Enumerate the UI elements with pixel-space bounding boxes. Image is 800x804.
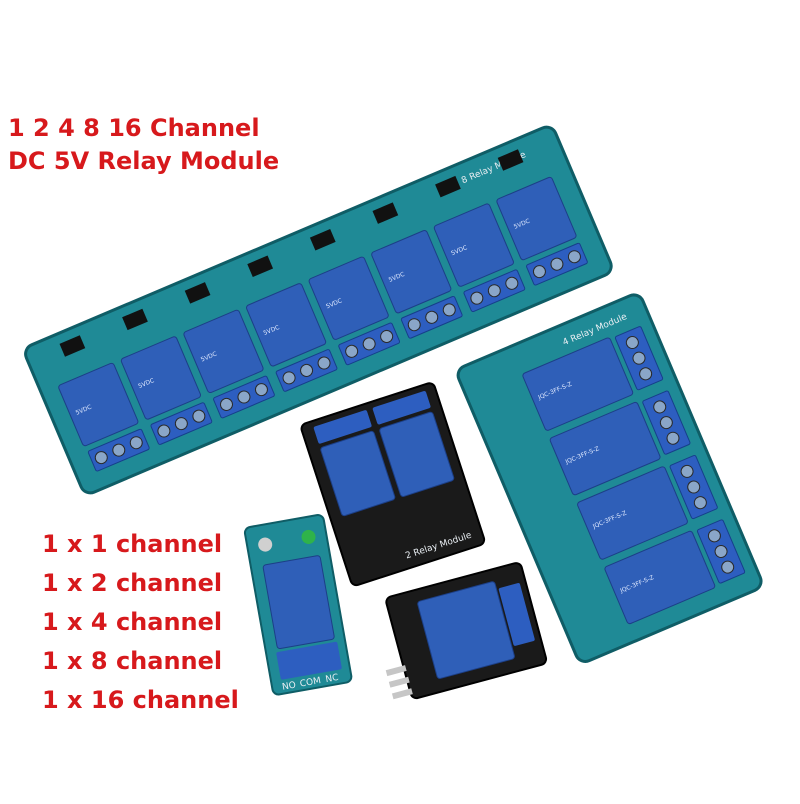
relay-block: [183, 309, 264, 394]
terminal-screw: [237, 390, 251, 404]
four-relay-board: 4 Relay Module JQC-3FF-S-ZJQC-3FF-S-ZJQC…: [456, 293, 763, 663]
terminal-screw: [345, 344, 359, 358]
relay-block: [320, 430, 396, 517]
four-terminal-column: [614, 326, 746, 584]
relay-block: [577, 466, 688, 560]
terminal-screw: [567, 250, 581, 264]
terminal-screw: [192, 409, 206, 423]
terminal-screw: [680, 464, 694, 478]
terminal-screw: [687, 480, 701, 494]
one-terminal-no: NO: [281, 680, 296, 692]
terminal-screw: [254, 383, 268, 397]
eight-relay-board: 8 Relay Module 5VDC5VDC5VDC5VDC5VDC5VDC5…: [24, 125, 613, 495]
terminal-screw: [639, 367, 653, 381]
terminal-screw: [129, 436, 143, 450]
terminal-screw: [380, 329, 394, 343]
terminal-screw: [625, 336, 639, 350]
optocoupler-chip: [372, 202, 399, 224]
headline-line-1: 1 2 4 8 16 Channel: [8, 114, 260, 142]
terminal-screw: [362, 337, 376, 351]
terminal-screw: [693, 496, 707, 510]
two-relay-pair: [313, 391, 455, 517]
eight-optocoupler-row: [59, 149, 524, 357]
optocoupler-chip: [122, 308, 148, 331]
terminal-screw: [94, 451, 108, 465]
option-item: 1 x 16 channel: [42, 686, 239, 714]
optocoupler-chip: [497, 149, 524, 171]
terminal-screw: [505, 276, 519, 290]
terminal-screw: [666, 431, 680, 445]
relay-block: [379, 411, 455, 497]
relay-block: [433, 203, 514, 287]
one-relay-board: NO COM NC: [243, 514, 353, 696]
terminal-screw: [659, 416, 673, 430]
optocoupler-chip: [247, 255, 274, 278]
terminal-block: [313, 410, 372, 444]
relay-block: [246, 283, 327, 367]
terminal-screw: [707, 529, 721, 543]
terminal-screw: [714, 544, 728, 558]
terminal-screw: [157, 424, 171, 438]
terminal-screw: [550, 257, 564, 271]
black-single-relay-board: [385, 562, 548, 700]
terminal-screw: [653, 400, 667, 414]
terminal-screw: [112, 443, 126, 457]
option-list: 1 x 1 channel 1 x 2 channel 1 x 4 channe…: [42, 525, 239, 720]
eight-terminal-row: [87, 242, 588, 472]
terminal-screw: [407, 318, 421, 332]
optocoupler-chip: [59, 335, 86, 357]
two-relay-board: 2 Relay Module: [300, 382, 486, 587]
product-headline: 1 2 4 8 16 Channel DC 5V Relay Module: [8, 112, 279, 178]
four-relay-column: JQC-3FF-S-ZJQC-3FF-S-ZJQC-3FF-S-ZJQC-3FF…: [522, 337, 716, 625]
optocoupler-chip: [309, 228, 336, 251]
terminal-screw: [721, 560, 735, 574]
option-item: 1 x 1 channel: [42, 530, 223, 558]
terminal-screw: [487, 284, 501, 298]
relay-block: [371, 230, 452, 314]
terminal-screw: [300, 363, 314, 377]
terminal-screw: [470, 291, 484, 305]
relay-block: [120, 336, 201, 420]
terminal-screw: [425, 310, 439, 324]
relay-block: [549, 401, 661, 496]
terminal-screw: [442, 303, 456, 317]
relay-block: [58, 362, 139, 447]
option-item: 1 x 8 channel: [42, 647, 223, 675]
relay-block: [604, 530, 716, 625]
option-item: 1 x 2 channel: [42, 569, 223, 597]
one-terminal-nc: NC: [325, 673, 340, 685]
relay-block: [308, 256, 389, 340]
terminal-screw: [174, 417, 188, 431]
optocoupler-chip: [435, 175, 461, 198]
headline-line-2: DC 5V Relay Module: [8, 147, 280, 175]
relay-block: [496, 176, 577, 261]
terminal-screw: [317, 356, 331, 370]
terminal-screw: [632, 351, 646, 365]
terminal-screw: [532, 265, 546, 279]
terminal-block: [372, 391, 431, 425]
relay-block: [522, 337, 634, 431]
optocoupler-chip: [184, 282, 211, 304]
option-item: 1 x 4 channel: [42, 608, 223, 636]
one-terminal-com: COM: [299, 676, 322, 690]
terminal-screw: [282, 371, 296, 385]
terminal-screw: [219, 397, 233, 411]
